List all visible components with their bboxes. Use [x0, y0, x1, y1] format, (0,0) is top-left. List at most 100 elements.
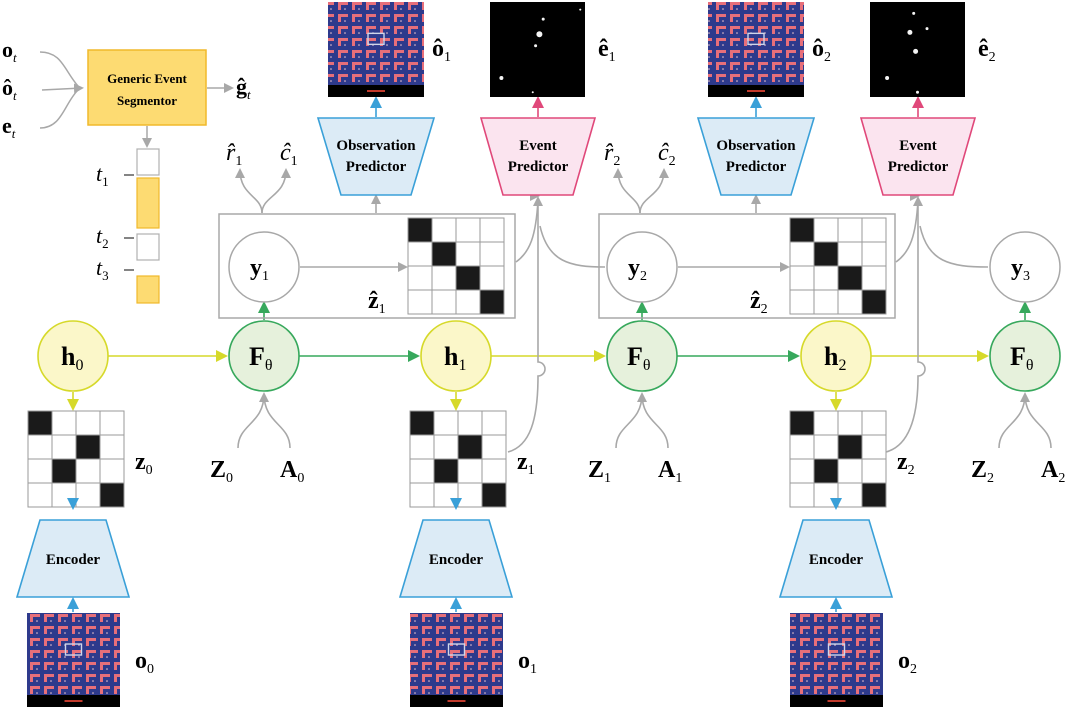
grid-cell: [407, 265, 433, 291]
segmentor-label-1: Generic Event: [107, 71, 187, 86]
latent-box-0: [218, 213, 516, 319]
event-dot: [885, 76, 890, 80]
grid-cell: [861, 410, 887, 436]
r-label-1: r̂2: [604, 140, 620, 169]
maze-ghost-box: [367, 32, 385, 46]
grid-cell: [99, 410, 125, 436]
pred-observation-img-1: [708, 2, 804, 97]
r-arrow-1: [613, 168, 641, 214]
grid-cell: [407, 241, 433, 267]
z-grid-0: [27, 410, 125, 508]
maze-score: [64, 700, 83, 702]
grid-cell: [837, 289, 863, 315]
y2-to-event0: [539, 225, 606, 268]
grid-cell: [789, 217, 815, 243]
y-node-0: [228, 231, 300, 303]
maze-ghost-box: [64, 643, 83, 656]
ehat-label-0: ê1: [598, 36, 616, 65]
z2-to-event1: [885, 196, 926, 453]
maze-score: [447, 700, 466, 702]
A-label-2: A2: [1041, 457, 1065, 486]
z-label-0: z0: [135, 449, 153, 478]
event-dot: [913, 48, 919, 54]
grid-cell: [479, 217, 505, 243]
y-label-1: y2: [628, 255, 647, 284]
timeline-t1: t1: [96, 161, 109, 189]
event-dot: [534, 44, 538, 48]
event-dot: [499, 76, 504, 80]
pred-event-img-1: [870, 2, 965, 97]
event-bg: [870, 2, 965, 97]
grid-cell: [431, 289, 457, 315]
A-curve-0: [259, 392, 291, 449]
event-dot: [531, 91, 534, 94]
zhat-grid-1: [789, 217, 887, 315]
maze-texture: [328, 2, 424, 97]
z-label-2: z2: [897, 449, 915, 478]
segmentor-label-2: Segmentor: [117, 93, 177, 108]
grid-cell: [479, 265, 505, 291]
h-label-1: h1: [444, 342, 466, 374]
pred-observation-img-0: [328, 2, 424, 97]
grid-cell: [813, 265, 839, 291]
y3-to-event1: [919, 225, 989, 268]
grid-cell: [75, 482, 101, 508]
obs-pred-label-2-0: Predictor: [346, 159, 407, 175]
grid-cell: [789, 265, 815, 291]
h-label-2: h2: [824, 342, 846, 374]
grid-cell: [99, 458, 125, 484]
grid-cell: [861, 434, 887, 460]
grid-cell: [813, 289, 839, 315]
grid-cell: [479, 289, 505, 315]
grid-cell: [409, 434, 435, 460]
event-predictor-1: [859, 117, 977, 196]
A-curve-2: [1020, 392, 1052, 449]
z-label-1: z1: [517, 449, 535, 478]
zhat-grid-0: [407, 217, 505, 315]
timeline-cell-1: [136, 148, 160, 176]
segmentor-box: [87, 49, 207, 126]
encoder-2: [778, 519, 894, 598]
grid-cell: [789, 458, 815, 484]
grid-cell: [27, 434, 53, 460]
Z-label-0: Z0: [210, 457, 233, 486]
grid-cell: [861, 265, 887, 291]
grid-cell: [51, 482, 77, 508]
z-grid-2: [789, 410, 887, 508]
grid-cell: [407, 289, 433, 315]
grid-cell: [27, 410, 53, 436]
seg-input-ohat: ôt: [2, 75, 17, 103]
maze-score: [367, 90, 385, 92]
maze-ghost-box: [827, 643, 846, 656]
timeline-cell-3: [136, 233, 160, 261]
maze-ghost-box: [747, 32, 765, 46]
z1-to-event0: [507, 196, 546, 453]
encoder-label-0: Encoder: [46, 552, 101, 568]
grid-cell: [51, 410, 77, 436]
c-arrow-1: [639, 168, 669, 214]
grid-cell: [457, 458, 483, 484]
event-dot: [541, 17, 545, 21]
A-label-1: A1: [658, 457, 682, 486]
grid-cell: [837, 265, 863, 291]
f-label-0: Fθ: [249, 342, 273, 374]
grid-cell: [789, 482, 815, 508]
f-label-1: Fθ: [627, 342, 651, 374]
grid-cell: [433, 410, 459, 436]
event-pred-label-1-0: Event: [519, 138, 557, 154]
A-label-0: A0: [280, 457, 304, 486]
observation-img-0: [27, 613, 120, 707]
seg-output-g: ĝt: [236, 74, 251, 102]
grid-cell: [813, 241, 839, 267]
event-pred-label-2-0: Predictor: [508, 159, 569, 175]
grid-cell: [861, 458, 887, 484]
grid-cell: [837, 410, 863, 436]
Z-curve-2: [998, 393, 1026, 449]
grid-cell: [813, 410, 839, 436]
grid-cell: [481, 434, 507, 460]
grid-cell: [789, 289, 815, 315]
obs-pred-label-1-1: Observation: [716, 138, 796, 154]
grid-cell: [51, 434, 77, 460]
grid-cell: [861, 217, 887, 243]
